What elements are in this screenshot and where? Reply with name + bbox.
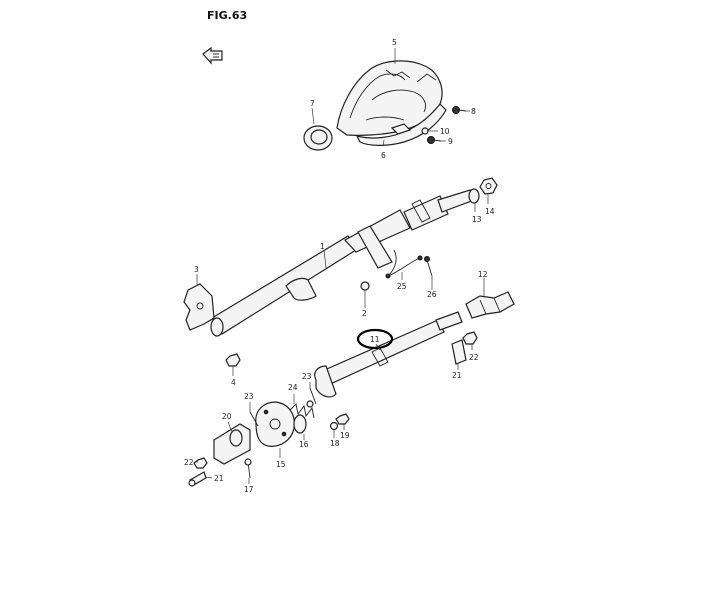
callout-14: 14 — [485, 207, 495, 216]
plate-20 — [213, 423, 251, 465]
lower-column-cover — [355, 103, 447, 146]
washer-13 — [468, 188, 480, 204]
callout-9: 9 — [448, 137, 453, 146]
callout-21-right: 21 — [452, 371, 462, 380]
callout-10: 10 — [440, 127, 450, 136]
callout-18: 18 — [330, 439, 340, 448]
nut-4 — [225, 353, 241, 367]
front-arrow-icon — [202, 46, 223, 65]
coupling-16 — [293, 414, 307, 434]
ring-part — [303, 125, 333, 151]
nut-14 — [479, 177, 498, 195]
bolt-21-right — [451, 339, 467, 365]
callout-6: 6 — [381, 151, 386, 160]
callout-25: 25 — [397, 282, 407, 291]
callout-3: 3 — [194, 265, 199, 274]
callout-26: 26 — [427, 290, 437, 299]
figure-title: FIG.63 — [207, 9, 247, 22]
bolt-21-left — [188, 471, 207, 487]
callout-23-right: 23 — [302, 372, 312, 381]
callout-1: 1 — [320, 242, 325, 251]
callout-21-left: 21 — [214, 474, 224, 483]
spring-24 — [289, 403, 315, 419]
callout-11: 11 — [370, 335, 380, 344]
leader-lines — [196, 48, 489, 484]
callout-23-left: 23 — [244, 392, 254, 401]
callout-4: 4 — [231, 378, 236, 387]
callout-24: 24 — [288, 383, 298, 392]
nut-19 — [335, 413, 350, 425]
highlight-circle — [356, 328, 394, 350]
upper-column-cover — [336, 60, 443, 136]
callout-22-left: 22 — [184, 458, 194, 467]
screw-8 — [452, 106, 467, 114]
steering-shaft-11 — [314, 311, 463, 398]
bolt-17 — [244, 458, 252, 479]
callout-12: 12 — [478, 270, 488, 279]
screw-9 — [427, 136, 442, 144]
flange-15 — [255, 401, 295, 447]
callout-22-right: 22 — [469, 353, 479, 362]
steering-column-tube — [210, 189, 475, 337]
callout-13: 13 — [472, 215, 482, 224]
callout-2: 2 — [362, 309, 367, 318]
nut-22-left — [193, 457, 208, 469]
callout-5: 5 — [392, 38, 397, 47]
bracket-plate-3 — [183, 283, 215, 331]
callout-16: 16 — [299, 440, 309, 449]
callout-19: 19 — [340, 431, 350, 440]
nut-18 — [329, 421, 339, 431]
pin-23-left — [249, 411, 259, 427]
wire-harness-25 — [385, 249, 423, 279]
nut-22-right — [462, 331, 478, 345]
callout-17: 17 — [244, 485, 254, 494]
callout-8: 8 — [471, 107, 476, 116]
nut-10 — [421, 127, 436, 135]
screw-26 — [424, 256, 433, 277]
universal-joint-12 — [465, 291, 515, 319]
callout-15: 15 — [276, 460, 286, 469]
callout-7: 7 — [310, 99, 315, 108]
pin-23-right — [306, 387, 317, 408]
callout-20: 20 — [222, 412, 232, 421]
bolt-2 — [360, 281, 370, 291]
